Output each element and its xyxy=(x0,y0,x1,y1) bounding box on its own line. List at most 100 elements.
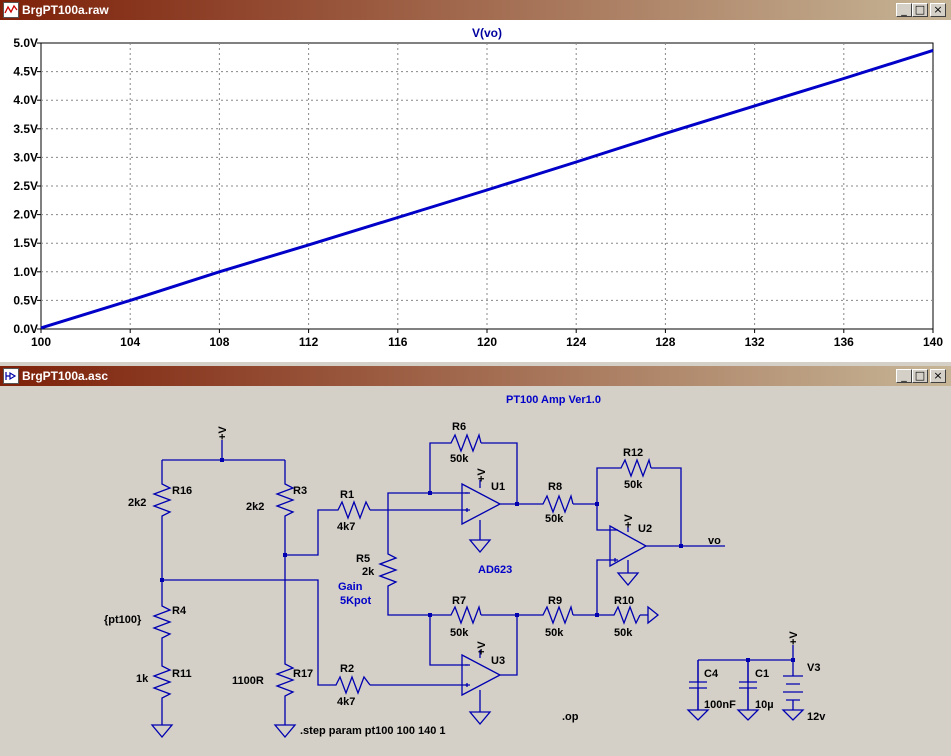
ground-symbols xyxy=(150,539,805,739)
label-r11-val[interactable]: 1k xyxy=(136,673,149,685)
label-u3-vplus[interactable]: +V xyxy=(476,641,488,655)
label-r6[interactable]: R6 xyxy=(452,421,466,433)
label-v3-val[interactable]: 12v xyxy=(807,711,826,723)
label-r1[interactable]: R1 xyxy=(340,489,354,501)
schematic-window-titlebar[interactable]: BrgPT100a.asc _ □ × xyxy=(0,366,951,386)
label-r5-val[interactable]: 2k xyxy=(362,566,375,578)
label-vplus[interactable]: +V xyxy=(217,426,229,440)
label-r12[interactable]: R12 xyxy=(623,447,643,459)
power-parts xyxy=(689,660,803,710)
plot-window: BrgPT100a.raw _ □ × 0.0V 0.5V 1.0V 1.5V 2.0V… xyxy=(0,0,951,362)
y-tick-label: 1.5V xyxy=(13,236,38,250)
minimize-button[interactable]: _ xyxy=(896,369,912,383)
label-gain[interactable]: Gain xyxy=(338,581,363,593)
label-r11[interactable]: R11 xyxy=(172,668,192,680)
label-r2-val[interactable]: 4k7 xyxy=(337,696,355,708)
x-tick-label: 116 xyxy=(388,335,408,349)
label-r17[interactable]: R17 xyxy=(293,668,313,680)
close-button[interactable]: × xyxy=(930,3,946,17)
label-r3-val[interactable]: 2k2 xyxy=(246,501,264,513)
x-axis-ticks: 100 104 108 112 116 120 124 128 132 136 140 xyxy=(31,329,943,349)
label-r12-val[interactable]: 50k xyxy=(624,479,643,491)
plot-window-title: BrgPT100a.raw xyxy=(22,3,109,17)
schematic-title[interactable]: PT100 Amp Ver1.0 xyxy=(506,394,601,406)
resistors xyxy=(152,432,652,700)
schematic-pane[interactable]: PT100 Amp Ver1.0 +V R16 2k2 R3 2k2 R4 {p… xyxy=(0,386,951,751)
label-c1-val[interactable]: 10µ xyxy=(755,699,774,711)
y-tick-label: 4.5V xyxy=(13,65,38,79)
x-tick-label: 104 xyxy=(120,335,140,349)
label-r3[interactable]: R3 xyxy=(293,485,307,497)
series-layer xyxy=(40,48,934,330)
label-r10[interactable]: R10 xyxy=(614,595,634,607)
label-r17-val[interactable]: 1100R xyxy=(232,675,264,687)
label-u2[interactable]: U2 xyxy=(638,523,652,535)
junctions xyxy=(160,458,795,662)
y-tick-label: 1.0V xyxy=(13,265,38,279)
label-gain-pot[interactable]: 5Kpot xyxy=(340,595,372,607)
x-tick-label: 124 xyxy=(566,335,586,349)
x-tick-label: 120 xyxy=(477,335,497,349)
schematic-canvas[interactable]: PT100 Amp Ver1.0 +V R16 2k2 R3 2k2 R4 {p… xyxy=(0,386,951,751)
label-ad623[interactable]: AD623 xyxy=(478,564,512,576)
schematic-window: BrgPT100a.asc _ □ × xyxy=(0,366,951,751)
label-u2-vplus[interactable]: +V xyxy=(623,514,635,528)
step-directive[interactable]: .step param pt100 100 140 1 xyxy=(300,725,446,737)
opamps xyxy=(461,482,648,697)
x-tick-label: 112 xyxy=(299,335,319,349)
label-u3[interactable]: U3 xyxy=(491,655,505,667)
x-tick-label: 140 xyxy=(923,335,943,349)
waveform-icon xyxy=(3,2,19,18)
y-tick-label: 0.0V xyxy=(13,322,38,336)
x-tick-label: 100 xyxy=(31,335,51,349)
op-directive[interactable]: .op xyxy=(562,711,579,723)
schematic-labels: PT100 Amp Ver1.0 +V R16 2k2 R3 2k2 R4 {p… xyxy=(104,394,826,737)
trace-title[interactable]: V(vo) xyxy=(472,26,502,40)
label-r4[interactable]: R4 xyxy=(172,605,187,617)
y-tick-label: 2.0V xyxy=(13,208,38,222)
label-r6-val[interactable]: 50k xyxy=(450,453,469,465)
plot-window-titlebar[interactable]: BrgPT100a.raw _ □ × xyxy=(0,0,951,20)
label-u1[interactable]: U1 xyxy=(491,481,505,493)
x-tick-label: 132 xyxy=(745,335,765,349)
x-tick-label: 128 xyxy=(655,335,675,349)
y-axis-ticks: 0.0V0.5V1.0V1.5V2.0V2.5V3.0V3.5V4.0V4.5V… xyxy=(13,36,41,336)
label-r2[interactable]: R2 xyxy=(340,663,354,675)
label-r16-val[interactable]: 2k2 xyxy=(128,497,146,509)
y-tick-label: 5.0V xyxy=(13,36,38,50)
label-vo[interactable]: vo xyxy=(708,535,721,547)
minimize-button[interactable]: _ xyxy=(896,3,912,17)
label-r16[interactable]: R16 xyxy=(172,485,192,497)
wires xyxy=(161,440,794,725)
label-r10-val[interactable]: 50k xyxy=(614,627,633,639)
label-r7-val[interactable]: 50k xyxy=(450,627,469,639)
label-r9[interactable]: R9 xyxy=(548,595,562,607)
y-tick-label: 4.0V xyxy=(13,93,38,107)
label-r1-val[interactable]: 4k7 xyxy=(337,521,355,533)
label-r9-val[interactable]: 50k xyxy=(545,627,564,639)
close-button[interactable]: × xyxy=(930,369,946,383)
waveform-chart[interactable]: 0.0V0.5V1.0V1.5V2.0V2.5V3.0V3.5V4.0V4.5V… xyxy=(0,20,951,362)
maximize-button[interactable]: □ xyxy=(912,3,928,17)
series-line-vo[interactable] xyxy=(40,48,934,330)
x-tick-label: 136 xyxy=(834,335,854,349)
x-tick-label: 108 xyxy=(209,335,229,349)
y-tick-label: 2.5V xyxy=(13,179,38,193)
label-c1[interactable]: C1 xyxy=(755,668,769,680)
label-c4[interactable]: C4 xyxy=(704,668,719,680)
label-v3-vplus[interactable]: +V xyxy=(788,631,800,645)
label-r4-val[interactable]: {pt100} xyxy=(104,614,142,626)
label-r7[interactable]: R7 xyxy=(452,595,466,607)
label-r5[interactable]: R5 xyxy=(356,553,370,565)
maximize-button[interactable]: □ xyxy=(912,369,928,383)
label-r8-val[interactable]: 50k xyxy=(545,513,564,525)
label-r8[interactable]: R8 xyxy=(548,481,562,493)
label-c4-val[interactable]: 100nF xyxy=(704,699,736,711)
label-v3[interactable]: V3 xyxy=(807,662,820,674)
y-tick-label: 3.5V xyxy=(13,122,38,136)
schematic-icon xyxy=(3,368,19,384)
y-tick-label: 0.5V xyxy=(13,293,38,307)
label-u1-vplus[interactable]: +V xyxy=(476,468,488,482)
schematic-window-title: BrgPT100a.asc xyxy=(22,369,109,383)
